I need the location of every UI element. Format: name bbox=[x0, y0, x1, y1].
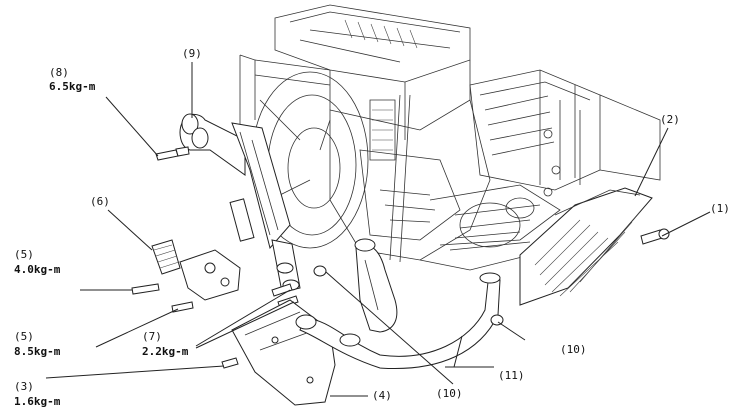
part-11-exhaust-pipe bbox=[295, 238, 501, 370]
callout-3-torque: 1.6kg-m bbox=[14, 395, 61, 408]
callout-5b-torque: 8.5kg-m bbox=[14, 345, 61, 358]
callout-8-torque: 6.5kg-m bbox=[49, 80, 96, 93]
part-9-exhaust-pipes bbox=[179, 113, 301, 293]
callout-10b-number: (10) bbox=[560, 343, 587, 356]
callout-7-torque: 2.2kg-m bbox=[142, 345, 189, 358]
callout-9-number: (9) bbox=[182, 47, 202, 60]
callout-3-number: (3) bbox=[14, 380, 34, 393]
gaskets bbox=[313, 265, 504, 326]
callout-5b-number: (5) bbox=[14, 330, 34, 343]
callout-6-number: (6) bbox=[90, 195, 110, 208]
leader-lines bbox=[45, 62, 711, 397]
callout-labels: (8) 6.5kg-m (9) (6) (5) 4.0kg-m (5) 8.5k… bbox=[14, 47, 730, 408]
callout-2-number: (2) bbox=[660, 113, 680, 126]
callout-10a-number: (10) bbox=[436, 387, 463, 400]
callout-5a-number: (5) bbox=[14, 248, 34, 261]
callout-5a-torque: 4.0kg-m bbox=[14, 263, 61, 276]
part-6-footpeg-bracket bbox=[151, 239, 241, 301]
part-2-fender-guard bbox=[519, 187, 653, 306]
callout-8-number: (8) bbox=[49, 66, 69, 79]
callout-4-number: (4) bbox=[372, 389, 392, 402]
callout-7-number: (7) bbox=[142, 330, 162, 343]
callout-1-number: (1) bbox=[710, 202, 730, 215]
callout-11-number: (11) bbox=[498, 369, 525, 382]
